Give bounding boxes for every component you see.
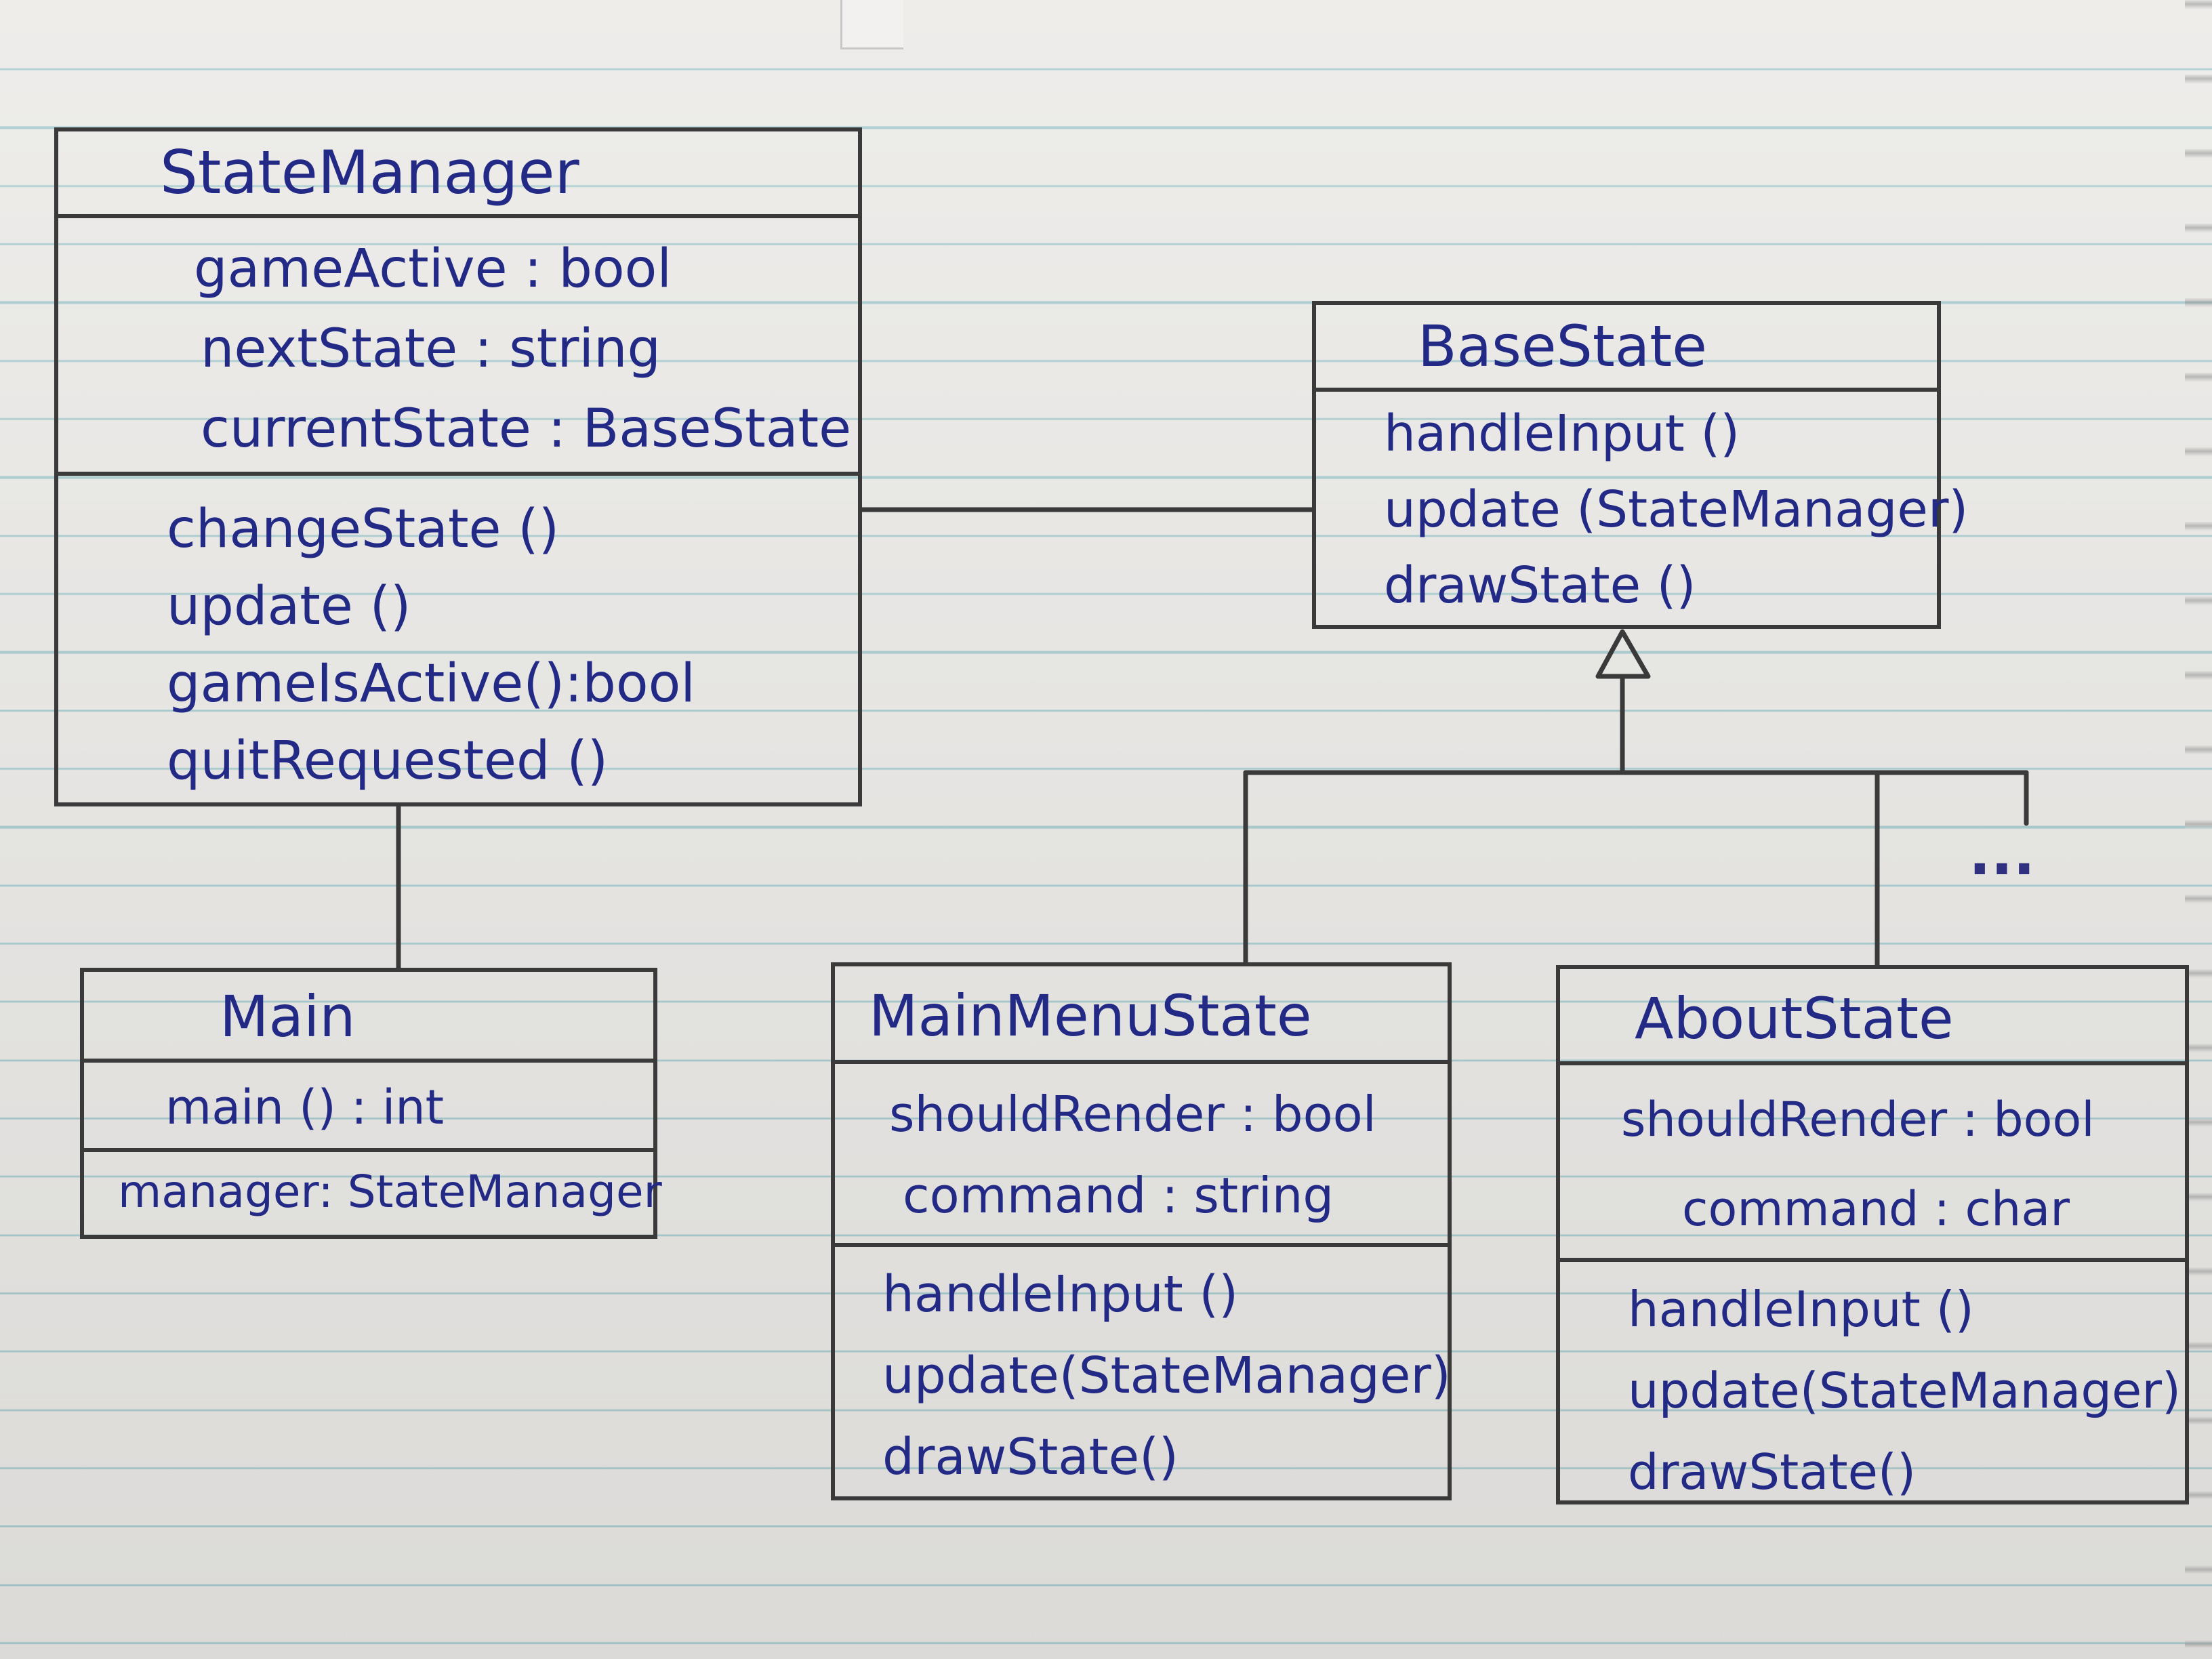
class-main: Main main () : int manager: StateManager	[80, 968, 662, 1239]
class-statemanager: StateManager gameActive : bool nextState…	[54, 127, 862, 806]
operation: update ()	[167, 576, 411, 637]
operation: handleInput ()	[1384, 405, 1740, 463]
operations-compartment: handleInput () update (StateManager) dra…	[1316, 388, 1969, 623]
generalization-arrowhead	[1595, 629, 1651, 679]
operation: changeState ()	[167, 499, 560, 560]
attribute: nextState : string	[201, 319, 661, 380]
operations-compartment: handleInput () update(StateManager) draw…	[835, 1243, 1451, 1498]
attribute: command : string	[903, 1167, 1334, 1224]
class-name: Main	[220, 983, 356, 1050]
paper-tab	[840, 0, 903, 49]
operation: quitRequested ()	[167, 731, 609, 792]
operation: drawState ()	[1384, 556, 1696, 615]
operation: gameIsActive():bool	[167, 653, 695, 714]
operation: update (StateManager)	[1384, 480, 1969, 539]
class-basestate: BaseState handleInput () update (StateMa…	[1312, 301, 1969, 629]
operation: update(StateManager)	[882, 1347, 1451, 1405]
class-aboutstate: AboutState shouldRender : bool command :…	[1556, 965, 2189, 1504]
operations-compartment: changeState () update () gameIsActive():…	[58, 472, 858, 800]
class-name: AboutState	[1635, 985, 1954, 1052]
attribute: shouldRender : bool	[1621, 1092, 2095, 1147]
class-name: MainMenuState	[869, 983, 1312, 1049]
class-mainmenustate: MainMenuState shouldRender : bool comman…	[831, 962, 1452, 1500]
attribute: currentState : BaseState	[201, 398, 852, 459]
notebook-spiral	[2185, 0, 2212, 1659]
operations-compartment: main () : int	[84, 1059, 653, 1148]
attributes-compartment: gameActive : bool nextState : string cur…	[58, 214, 858, 472]
operation: main () : int	[165, 1080, 445, 1135]
operation: drawState()	[1628, 1443, 1917, 1500]
operation: update(StateManager)	[1628, 1362, 2182, 1419]
attributes-compartment: shouldRender : bool command : string	[835, 1060, 1448, 1243]
attribute: manager: StateManager	[118, 1166, 662, 1218]
operation: handleInput ()	[882, 1265, 1239, 1324]
operations-compartment: handleInput () update(StateManager) draw…	[1560, 1258, 2185, 1513]
operation: drawState()	[882, 1428, 1179, 1486]
attribute: shouldRender : bool	[889, 1086, 1376, 1143]
attributes-compartment: shouldRender : bool command : char	[1560, 1061, 2185, 1258]
attributes-compartment: manager: StateManager	[84, 1148, 662, 1232]
class-name: StateManager	[160, 138, 579, 207]
attribute: command : char	[1682, 1181, 2070, 1237]
more-subclasses-ellipsis: ...	[1969, 821, 2035, 888]
operation: handleInput ()	[1628, 1281, 1974, 1338]
class-name: BaseState	[1418, 313, 1707, 380]
attribute: gameActive : bool	[194, 239, 672, 300]
